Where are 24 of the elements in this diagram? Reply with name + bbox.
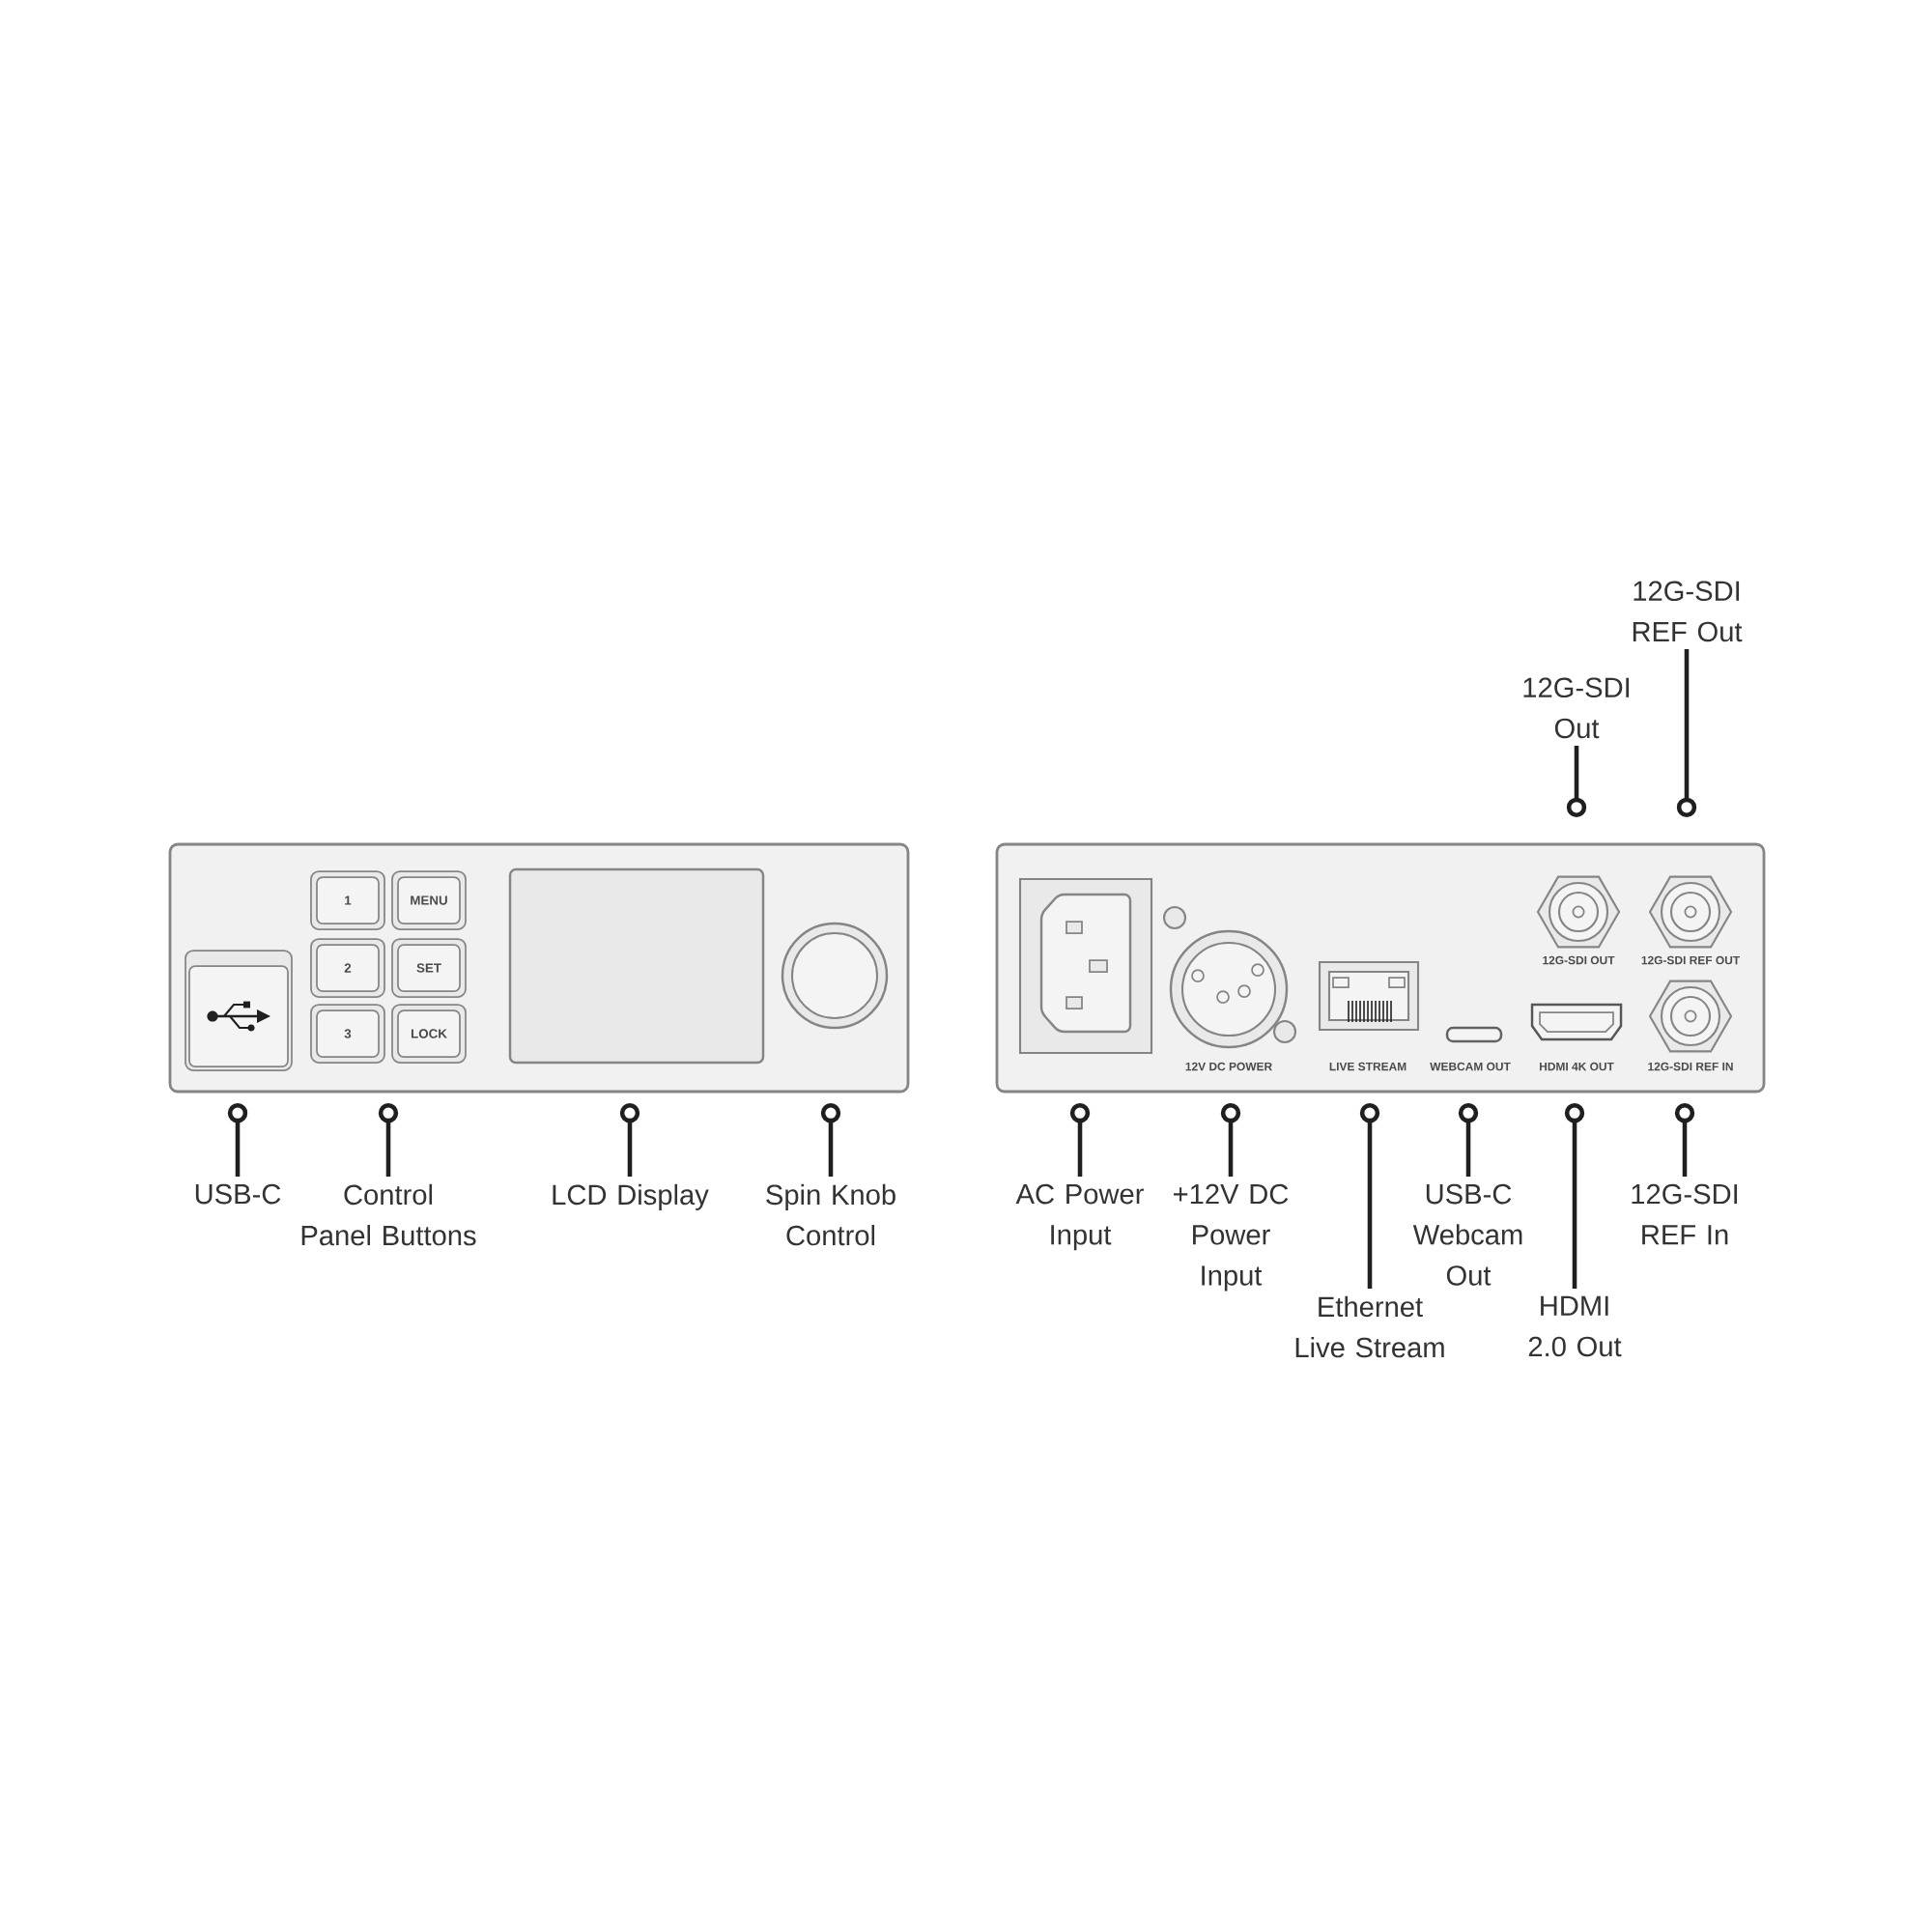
callout-label: LCD Display — [553, 1183, 709, 1210]
callout-label: HDMI 2.0 Out — [1528, 1295, 1622, 1357]
callout-label: 12G-SDI Out — [1523, 677, 1630, 739]
leader-line — [1220, 1103, 1241, 1177]
leader-line — [1069, 1103, 1091, 1177]
callout-label: +12V DC Power Input — [1174, 1183, 1289, 1292]
callout-label: AC Power Input — [1015, 1183, 1144, 1251]
leader-line — [227, 1103, 248, 1177]
leader-line — [619, 1103, 640, 1177]
callout-label: 12G-SDI REF In — [1632, 1183, 1738, 1245]
leader-line — [1564, 1103, 1585, 1289]
leader-line — [820, 1103, 841, 1177]
leader-line — [378, 1103, 399, 1177]
leader-line — [1676, 649, 1697, 817]
callout-label: Control Panel Buttons — [301, 1183, 476, 1246]
callout-label: Spin Knob Control — [766, 1183, 895, 1246]
leader-line — [1458, 1103, 1479, 1177]
leader-line — [1566, 746, 1587, 817]
callout-label: USB-C — [195, 1183, 281, 1205]
callout-label: USB-C Webcam Out — [1412, 1183, 1522, 1286]
callout-label: 12G-SDI REF Out — [1633, 581, 1743, 642]
callout-label: Ethernet Live Stream — [1295, 1295, 1444, 1358]
leader-line — [1359, 1103, 1380, 1289]
leader-line — [1674, 1103, 1695, 1177]
